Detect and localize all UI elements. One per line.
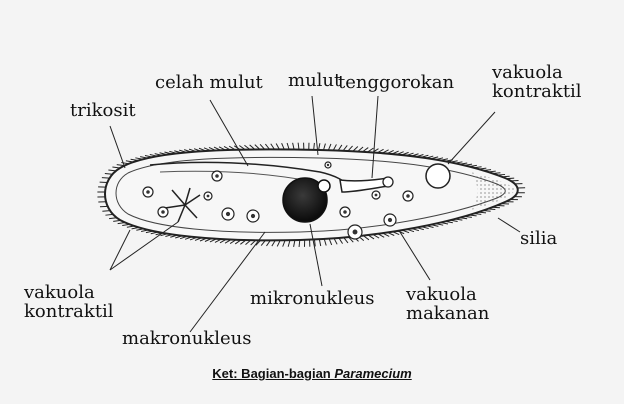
cilium — [328, 238, 333, 246]
label-celah-mulut: celah mulut — [155, 72, 263, 93]
cilium — [293, 240, 296, 247]
food-vacuole-core — [250, 213, 256, 219]
figure-caption: Ket: Bagian-bagian Paramecium — [0, 366, 624, 381]
pointer-lines — [109, 95, 521, 333]
food-vacuole-core — [215, 174, 219, 178]
cilium — [298, 239, 301, 247]
gullet-vacuole — [382, 176, 394, 188]
food-vacuole-core — [406, 194, 410, 198]
cilium — [282, 240, 286, 247]
cilium — [101, 177, 110, 179]
contractile-vacuole-right — [425, 163, 451, 189]
food-vacuole-core — [206, 194, 210, 198]
label-vakuola-kontraktil-bottom: vakuola kontraktil — [24, 282, 114, 322]
cilium — [313, 239, 316, 247]
cilium — [318, 143, 321, 151]
caption-italic: Paramecium — [334, 366, 412, 381]
cilium — [327, 143, 332, 151]
contractile-vacuole-left — [164, 187, 201, 223]
cilium — [276, 240, 281, 247]
posterior-stipple — [470, 172, 515, 210]
cilium — [104, 173, 113, 175]
food-vacuoles — [142, 161, 414, 240]
food-vacuole-core — [343, 210, 347, 214]
label-mulut: mulut — [288, 70, 342, 91]
food-vacuole-core — [374, 193, 378, 197]
food-vacuole-core — [387, 217, 393, 223]
label-silia: silia — [520, 228, 558, 249]
label-mikronukleus: mikronukleus — [250, 288, 375, 309]
caption-prefix: Ket: Bagian-bagian — [212, 366, 335, 381]
cilium — [287, 240, 291, 247]
cilium — [102, 210, 111, 212]
label-trikosit: trikosit — [70, 100, 136, 121]
label-makronukleus: makronukleus — [122, 328, 252, 349]
label-vakuola-makanan: vakuola makanan — [406, 284, 490, 324]
cilium — [318, 239, 322, 247]
cilium — [281, 143, 285, 150]
food-vacuole-core — [352, 229, 358, 235]
macronucleus — [282, 177, 328, 223]
cilium — [322, 143, 326, 151]
cilium — [286, 142, 290, 150]
cilium — [333, 238, 338, 245]
cilium — [105, 213, 114, 216]
food-vacuole-core — [146, 190, 150, 194]
micronucleus — [317, 179, 331, 193]
cilium — [292, 142, 295, 150]
food-vacuole-core — [326, 163, 330, 167]
cilium — [332, 144, 337, 151]
cilium — [313, 142, 315, 150]
cilium — [297, 142, 300, 150]
label-vakuola-kontraktil-top: vakuola kontraktil — [492, 62, 582, 102]
cilium — [323, 238, 327, 246]
food-vacuole-core — [225, 211, 231, 217]
cilium — [275, 143, 280, 150]
food-vacuole-core — [161, 210, 165, 214]
label-tenggorokan: tenggorokan — [338, 72, 455, 93]
